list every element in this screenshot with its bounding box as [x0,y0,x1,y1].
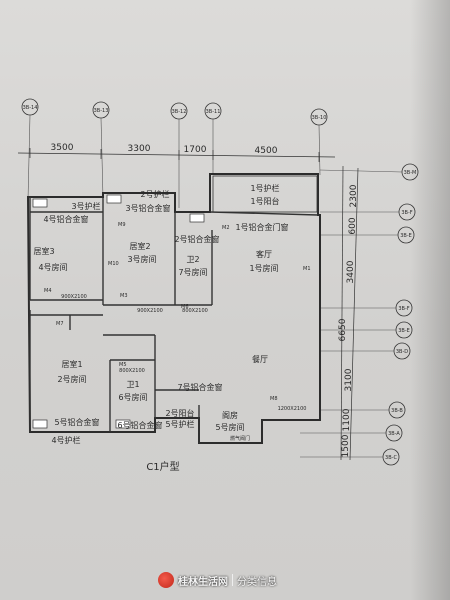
dim-right-6: 1100 [342,408,352,431]
door-size-3: 800X2100 [182,308,208,314]
room-3-number: 4号房间 [38,262,67,272]
watermark-logo-icon [158,572,174,588]
axis-right-5: 3B-E [398,328,410,334]
dim-top-3: 1700 [184,145,207,155]
bath-1-number: 6号房间 [118,392,147,402]
door-m7: M7 [56,321,64,327]
door-m5: M5 [119,362,127,368]
axis-label-2: 3B-13 [94,108,109,114]
axis-label-5: 3B-10 [312,115,327,121]
axis-right-2: 3B-F [401,210,412,216]
door-m2: M2 [222,225,230,231]
room-1-number: 2号房间 [57,374,86,384]
watermark-tag: 分类信息 [237,576,277,588]
dining-room-label: 餐厅 [252,355,268,364]
top-dimension-chain: 3500 3300 1700 4500 [17,143,336,162]
door-m9: M9 [118,222,126,228]
label-win-5: 5号铝合金窗 [54,417,99,427]
bath-1-name: 卫1 [126,380,139,389]
balcony-2-guard: 5号护栏 [165,419,194,429]
axis-right-7: 3B-B [391,408,403,414]
door-m3: M3 [120,293,128,299]
door-m4: M4 [44,288,52,294]
room-2-name: 居室2 [129,241,150,251]
door-size-4: 800X2100 [119,368,145,374]
paper-edge-shadow [410,0,450,600]
axis-label-1: 3B-14 [23,105,38,111]
balcony-1: 1号护栏 1号阳台 [212,175,318,213]
right-axis-markers: 3B-M 3B-F 3B-E 3B-F 3B-E 3B-D 3B-B 3B-A … [382,163,419,466]
axis-right-9: 3B-C [385,455,397,461]
label-win-3: 3号铝合金窗 [125,203,170,213]
axis-right-4: 3B-F [398,306,409,312]
label-win-7: 7号铝合金窗 [177,382,222,392]
dim-right-7: 1500 [341,434,351,457]
dim-right-3: 3400 [346,260,356,283]
kitchen-note: 燃气阀门 [230,435,250,442]
axis-right-8: 3B-A [388,431,400,437]
axis-right-6: 3B-D [396,349,408,355]
door-size-5: 1200X2100 [278,406,307,412]
dim-top-4: 4500 [255,146,278,156]
balcony-1-guard: 1号护栏 [250,183,279,193]
label-guard-4b: 4号护栏 [51,435,80,445]
label-guard-2: 2号护栏 [140,189,169,199]
dim-right-5: 3100 [344,368,354,391]
door-m10: M10 [108,261,119,267]
balcony-2-name: 2号阳台 [165,408,194,418]
label-win-4: 4号铝合金窗 [43,214,88,224]
room-2-number: 3号房间 [127,254,156,264]
interior-walls [29,197,319,443]
kitchen-number: 5号房间 [215,422,244,432]
bath-2-number: 7号房间 [178,267,207,277]
label-guard-3: 3号护栏 [71,201,100,211]
watermark-site: 桂林生活网 [178,576,228,588]
bath-2-name: 卫2 [186,255,199,264]
door-m8: M8 [270,396,278,402]
dim-top-1: 3500 [51,143,74,153]
balcony-1-name: 1号阳台 [250,196,279,206]
living-room-name: 客厅 [256,249,272,259]
door-size-1: 900X2100 [61,294,87,300]
plan-caption: C1户型 [146,460,179,473]
room-3-name: 居室3 [33,246,54,256]
dim-top-2: 3300 [128,144,151,154]
dim-right-1: 2300 [349,184,359,207]
label-win-6: 6号铝合金窗 [117,420,162,430]
label-win-2: 2号铝合金窗 [174,234,219,244]
right-axis-lines [300,169,403,458]
door-size-2: 900X2100 [137,308,163,314]
axis-label-3: 3B-12 [172,109,187,115]
watermark-separator [232,574,233,586]
dim-right-2: 600 [348,217,358,234]
axis-right-1: 3B-M [404,170,417,176]
door-m1: M1 [303,266,311,272]
living-room-number: 1号房间 [249,263,278,273]
door-m6: M6 [181,304,189,310]
room-1-name: 居室1 [61,359,82,369]
dim-right-4: 6650 [338,318,348,341]
label-win-1: 1号铝合金门窗 [235,222,288,232]
axis-label-4: 3B-11 [206,109,221,115]
axis-lines [27,114,321,208]
window-symbols [32,194,205,429]
kitchen-name: 阁房 [222,410,238,420]
top-axis-markers: 3B-14 3B-13 3B-12 3B-11 3B-10 [21,98,328,126]
right-dimension-chain: 2300 600 3400 6650 3100 1100 1500 [338,165,359,461]
axis-right-3: 3B-E [400,233,412,239]
site-watermark: 桂林生活网 分类信息 [158,570,282,590]
